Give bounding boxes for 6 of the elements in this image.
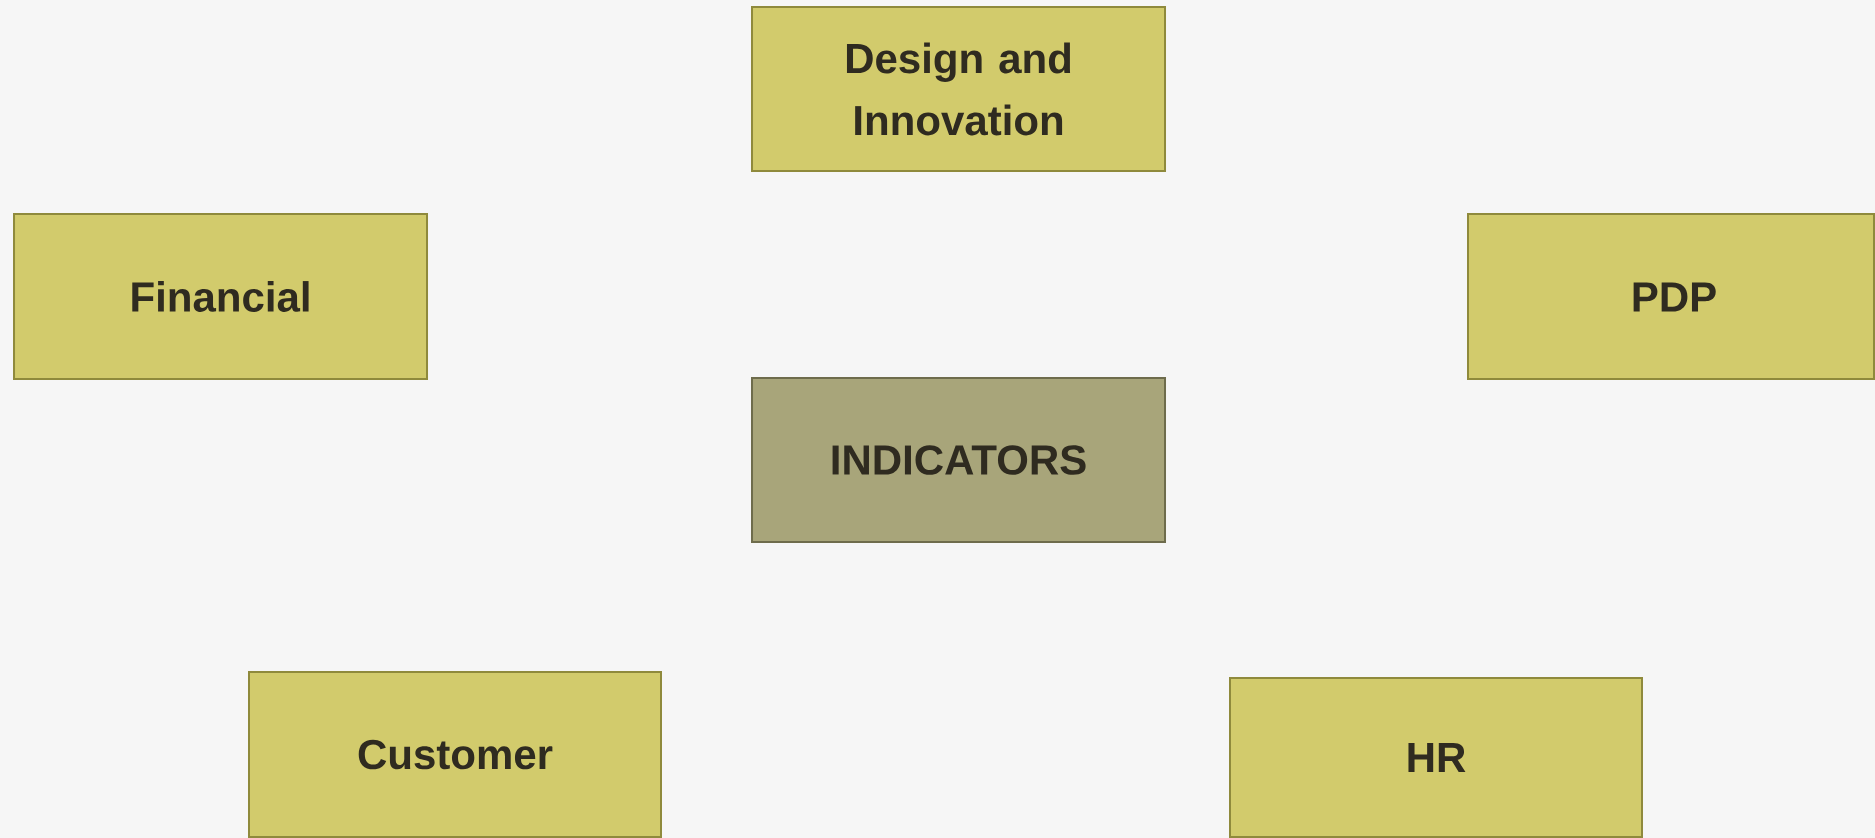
indicator-box: INDICATORS bbox=[751, 377, 1166, 543]
category-box: Customer bbox=[248, 671, 662, 838]
category-box: HR bbox=[1229, 677, 1643, 838]
category-box: Financial bbox=[13, 213, 428, 380]
category-box: Design and Innovation bbox=[751, 6, 1166, 172]
category-box: PDP bbox=[1467, 213, 1875, 380]
